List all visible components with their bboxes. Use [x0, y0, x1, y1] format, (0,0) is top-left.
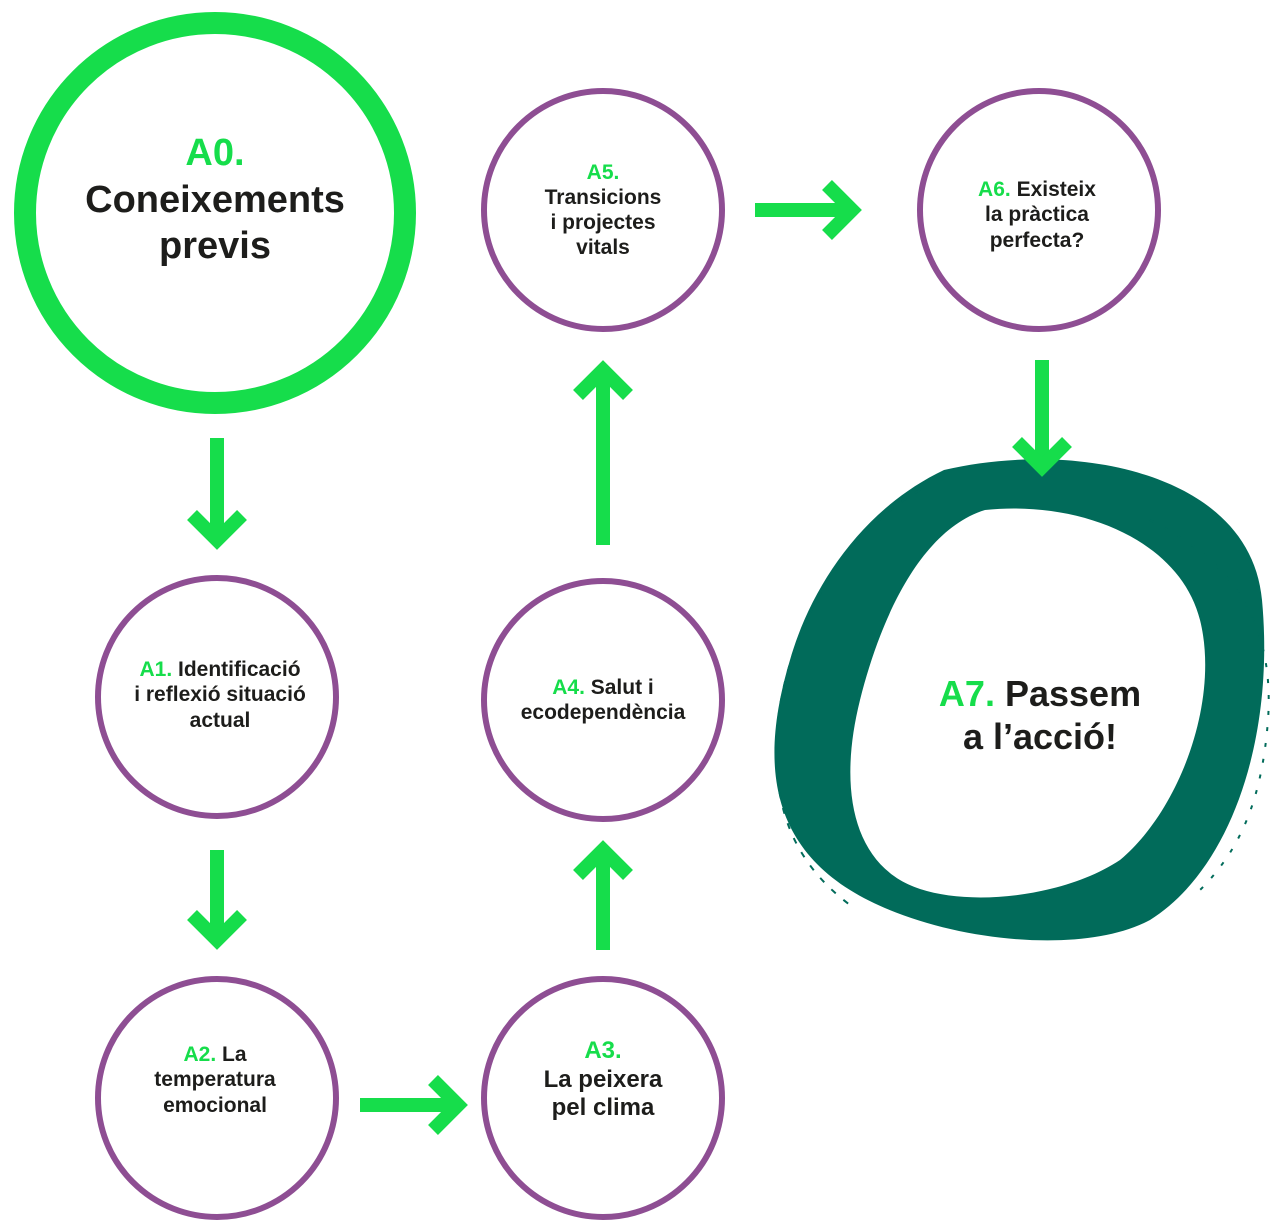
node-a0-code: A0.: [185, 132, 245, 175]
node-a1-code: A1.: [139, 658, 173, 682]
node-a4-line-2: ecodependència: [520, 701, 686, 724]
node-a7-line-2: a l’acció!: [962, 716, 1118, 757]
node-a2-line-2: temperatura: [154, 1068, 276, 1092]
node-a6-label: A6. Existeix la pràctica perfecta?: [912, 165, 1162, 265]
node-a4-circle: [481, 578, 725, 822]
node-a5-circle: [481, 88, 725, 332]
node-a3-line-2: pel clima: [551, 1094, 655, 1122]
node-a4-code: A4.: [552, 675, 585, 699]
arrow-a3-a4: [573, 840, 633, 950]
node-a6-code: A6.: [978, 178, 1011, 202]
node-a1-line-3: actual: [189, 708, 251, 732]
node-a2-circle: [95, 976, 339, 1220]
node-a3-label: A3. La peixera pel clima: [478, 1015, 728, 1145]
node-a0-line-2: previs: [159, 225, 271, 268]
arrow-a6-a7: [1012, 360, 1072, 477]
node-a5-line-2: i projectes: [550, 211, 656, 234]
node-a7-label: A7. Passem a l’acció!: [900, 655, 1180, 775]
node-a1-circle: [95, 575, 339, 819]
node-a6-line-3: perfecta?: [989, 228, 1085, 252]
node-a6-line-1: Existeix: [1016, 178, 1096, 202]
node-a2-label: A2. La temperatura emocional: [90, 1025, 340, 1135]
node-a7-line-1: Passem: [1004, 672, 1142, 714]
node-a4-line-1: Salut i: [590, 675, 654, 699]
node-a6-circle: [917, 88, 1161, 332]
node-a7-code: A7.: [938, 672, 995, 714]
node-a0-line-1: Coneixements: [85, 178, 345, 221]
arrow-a0-a1: [187, 438, 247, 550]
node-a1-line-1: Identificació: [178, 658, 301, 682]
node-a3-code: A3.: [584, 1036, 622, 1064]
arrow-a5-a6: [755, 180, 862, 240]
arrow-a4-a5: [573, 360, 633, 545]
node-a2-line-3: emocional: [163, 1093, 267, 1117]
node-a4-label: A4. Salut i ecodependència: [478, 660, 728, 740]
node-a3-circle: [481, 976, 725, 1220]
node-a7-ring: [774, 459, 1270, 941]
node-a2-line-1: La: [222, 1043, 247, 1067]
node-a1-label: A1. Identificació i reflexió situació ac…: [95, 645, 345, 745]
node-a0-label: A0. Coneixements previs: [30, 120, 400, 280]
node-a1-line-2: i reflexió situació: [134, 683, 306, 707]
node-a5-code: A5.: [586, 160, 620, 184]
node-a2-code: A2.: [183, 1043, 217, 1067]
node-a6-line-2: la pràctica: [985, 203, 1089, 227]
node-a5-line-1: Transicions: [544, 185, 662, 209]
arrow-a1-a2: [187, 850, 247, 950]
node-a3-line-1: La peixera: [543, 1065, 663, 1093]
node-a5-line-3: vitals: [576, 236, 630, 260]
node-a5-label: A5. Transicions i projectes vitals: [478, 150, 728, 270]
node-a0-circle: [14, 12, 416, 414]
arrow-a2-a3: [360, 1075, 468, 1135]
